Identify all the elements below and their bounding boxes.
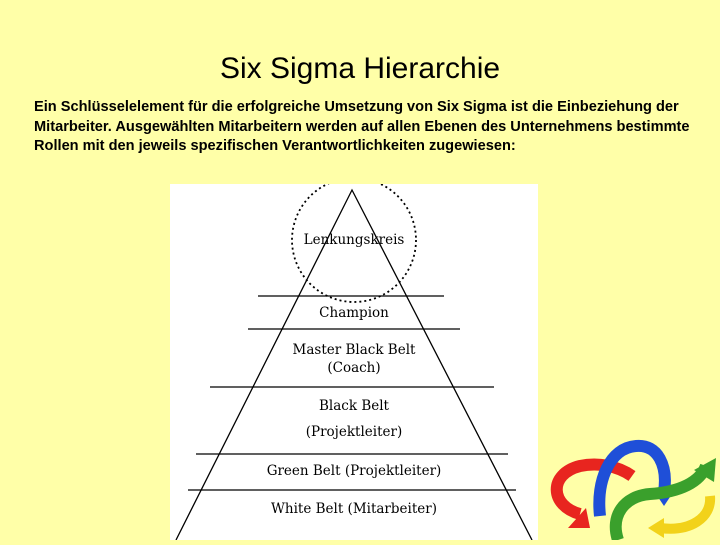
- logo-red-arrowhead: [568, 508, 590, 528]
- logo-yellow-arrow: [659, 495, 716, 534]
- tier-champion-label: Champion: [319, 305, 389, 321]
- lenkungskreis-circle: [291, 184, 417, 303]
- logo-green-arrow: [609, 463, 712, 542]
- pyramid-outline: [175, 188, 533, 540]
- tier-black-belt-label: Black Belt: [319, 398, 389, 414]
- logo-green-arrowhead: [694, 458, 716, 482]
- tier-master-black-belt-sub: (Coach): [327, 360, 381, 376]
- hierarchy-pyramid-diagram: Lenkungskreis Champion Master Black Belt…: [170, 184, 538, 540]
- tier-master-black-belt-label: Master Black Belt: [292, 342, 416, 358]
- logo-red-arrow: [550, 458, 636, 520]
- tier-black-belt-sub: (Projektleiter): [305, 424, 403, 440]
- pyramid-shape: [175, 184, 533, 540]
- tier-white-belt-label: White Belt (Mitarbeiter): [271, 501, 437, 517]
- six-sigma-arrows-logo-icon: [540, 436, 720, 542]
- slide-title: Six Sigma Hierarchie: [219, 52, 501, 85]
- lenkungskreis-label: Lenkungskreis: [303, 232, 405, 248]
- intro-text: Ein Schlüsselelement für die erfolgreich…: [34, 99, 690, 154]
- logo-blue-arrow: [593, 439, 671, 517]
- tier-green-belt-label: Green Belt (Projektleiter): [266, 463, 442, 479]
- logo-yellow-arrowhead: [648, 518, 664, 538]
